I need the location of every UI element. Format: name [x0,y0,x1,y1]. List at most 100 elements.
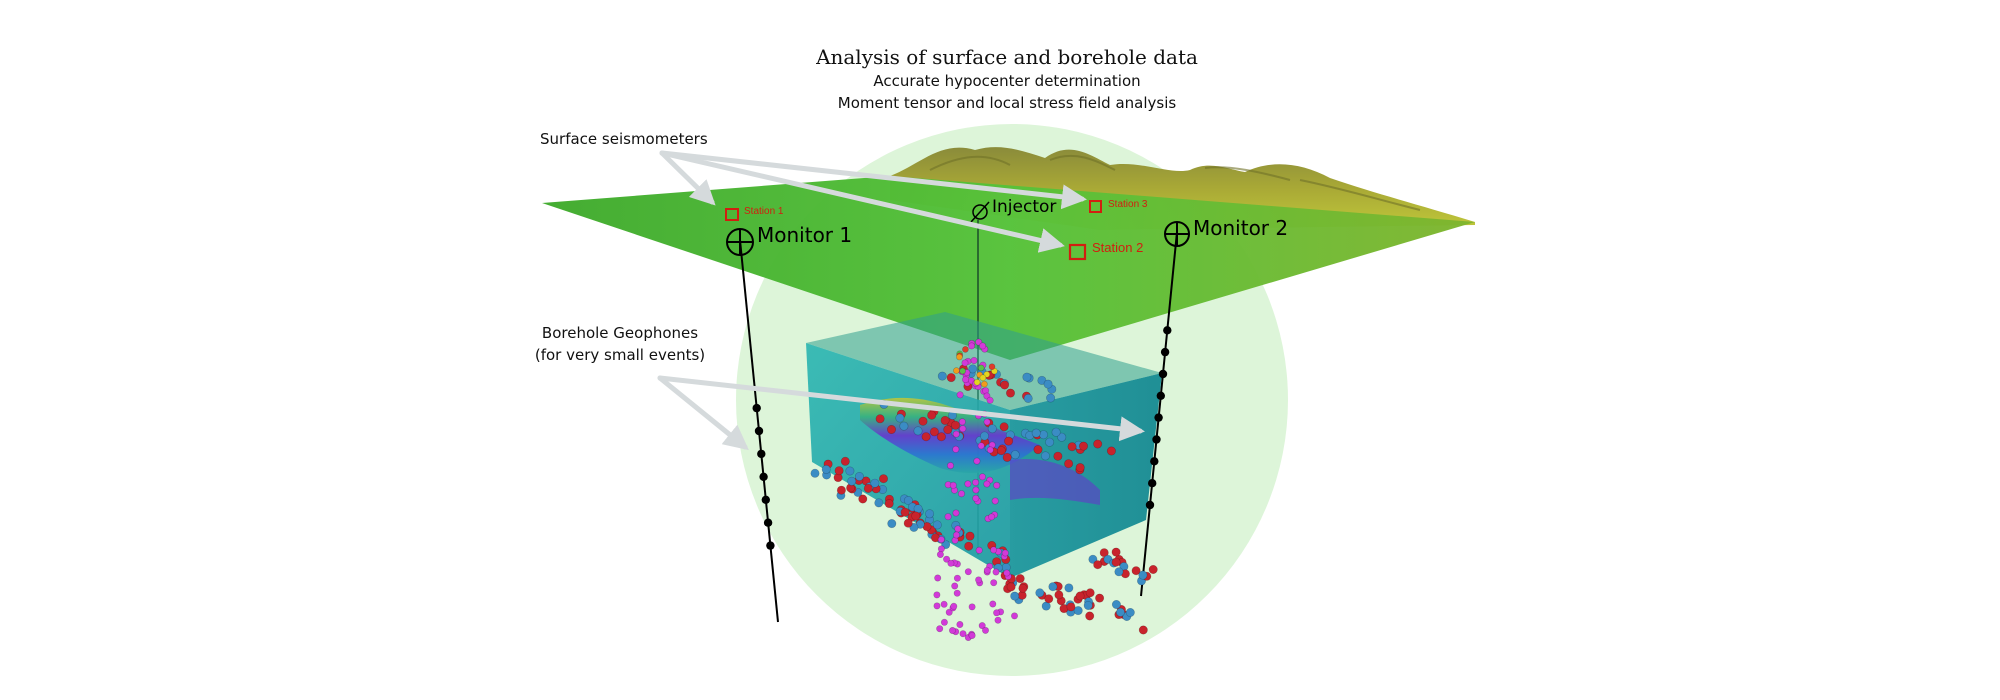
geophone-node [757,449,766,459]
arrow-to-monitor-2-geophones [657,375,1145,442]
seismic-event [1035,588,1045,598]
seismic-event-magenta [947,559,955,567]
seismic-event [836,485,846,495]
seismic-event-magenta [968,342,976,350]
seismic-event-magenta [990,579,998,587]
diagram-subtitle-1: Accurate hypocenter determination [873,72,1140,90]
seismic-event [1138,570,1148,580]
slash-line [970,201,990,223]
seismic-event-magenta [972,494,980,502]
seismic-event-magenta [946,462,954,470]
geophone-node [763,518,773,527]
seismic-event-magenta [952,509,960,517]
seismic-event [943,425,953,435]
seismic-event-magenta [975,546,983,554]
injector-wellhead [970,201,990,223]
arrow-to-station-1 [659,150,716,206]
seismic-event-magenta [972,486,980,494]
seismic-event-magenta [994,616,1002,624]
seismic-event-magenta [934,574,942,582]
seismic-event-magenta [964,568,972,576]
slashed-circle-icon [972,204,988,220]
seismic-event-magenta [956,391,964,399]
seismic-event [1002,452,1012,462]
seismic-event [937,371,947,381]
arrow-to-station-2 [659,150,1065,253]
seismic-event [840,456,850,466]
seismic-event [965,531,975,541]
seismic-event-magenta [972,478,980,486]
seismic-event-magenta [940,618,948,626]
seismic-event-magenta [944,513,952,521]
seismic-event [895,413,905,423]
seismic-event-magenta [952,445,960,453]
geophone-node [1145,500,1155,510]
seismic-event-magenta [957,490,965,498]
seismic-event-magenta [954,525,962,533]
seismic-event [1033,445,1043,455]
seismic-event [932,520,942,530]
seismic-event [834,466,844,476]
seismic-event-magenta [933,602,941,610]
borehole-geophones-arrows [657,375,1145,451]
seismic-event-magenta [961,359,969,367]
seismic-event [1023,393,1033,403]
seismic-event [1099,548,1109,558]
seismic-event [870,478,880,488]
seismic-event-magenta [962,376,970,384]
seismic-event [921,432,931,442]
seismic-event-magenta [968,603,976,611]
seismic-event [863,483,873,493]
seismic-event [1015,574,1025,584]
seismic-event [1018,583,1028,593]
seismic-event-shallow [962,346,969,353]
seismic-event-magenta [964,480,972,488]
reservoir-volume-top [806,312,1162,410]
seismic-event-magenta [953,574,961,582]
geophone-node [752,403,761,413]
seismic-event [1048,582,1058,592]
seismic-event-magenta [945,608,953,616]
seismic-event [810,468,820,478]
microseismic-event-cloud [810,338,1158,641]
seismic-event [1005,388,1015,398]
station-1-marker [725,208,739,221]
seismic-event [1131,566,1141,576]
seismic-event-magenta [950,602,958,610]
ground-surface-plane [542,176,1475,360]
seismic-event [1075,463,1085,473]
seismic-event [1064,583,1074,593]
seismic-event [847,476,857,486]
seismic-event-magenta [991,497,999,505]
seismic-event [1085,611,1095,621]
seismic-event [1022,372,1032,382]
surface-seismometers-label: Surface seismometers [540,130,708,148]
seismic-event-magenta [975,576,983,584]
seismic-event [1044,594,1054,604]
monitor-2-wellhead [1164,221,1190,247]
seismic-event-magenta [1001,549,1009,557]
seismic-event [887,519,897,529]
diagram-title: Analysis of surface and borehole data [815,45,1198,69]
surface-seismometers-arrows [659,150,1087,253]
seismic-event [875,414,885,424]
seismic-event [1004,436,1014,446]
seismic-event [946,373,956,383]
reservoir-layer-band [1010,459,1100,505]
seismic-event-magenta [973,457,981,465]
geophone-node [1148,479,1157,488]
seismic-event-shallow [981,380,988,388]
seismic-event-magenta [983,566,991,574]
seismic-event-shallow [977,364,985,372]
seismic-event [1095,593,1105,603]
seismic-event [1066,602,1076,612]
seismic-event-shallow [973,378,981,386]
seismic-event [1093,439,1103,449]
seismic-event [845,466,855,476]
seismic-event [911,511,921,521]
seismic-event [1111,557,1121,567]
diagram-subtitle-2: Moment tensor and local stress field ana… [838,94,1177,112]
seismic-event [936,432,946,442]
seismic-event-magenta [993,609,1001,617]
seismic-event-shallow [959,367,966,375]
